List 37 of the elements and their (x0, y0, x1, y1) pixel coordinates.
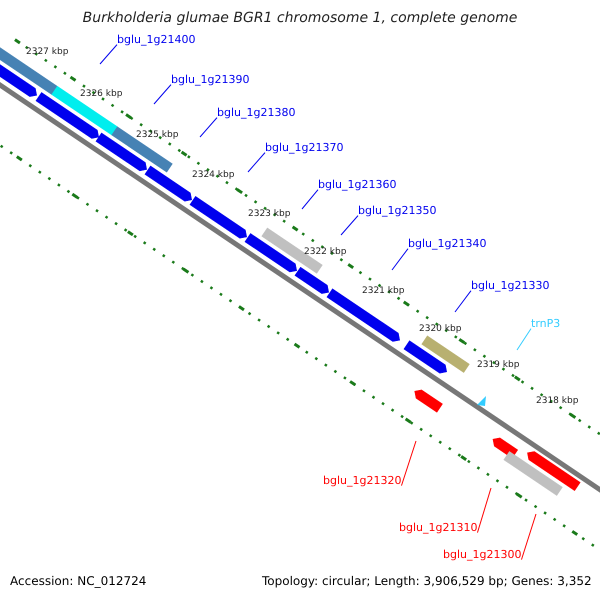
scale-label: 2325 kbp (136, 130, 178, 140)
leader-line (400, 440, 416, 486)
scale-label: 2326 kbp (80, 89, 122, 100)
gene-label: bglu_1g21390 (171, 74, 250, 87)
gene-label: bglu_1g21300 (443, 549, 522, 562)
scale-label: 2322 kbp (304, 247, 346, 258)
gene-label: bglu_1g21350 (358, 205, 436, 218)
gene-label: bglu_1g21310 (399, 522, 478, 535)
gene-label: bglu_1g21370 (265, 142, 344, 155)
gene-label: bglu_1g21320 (323, 475, 402, 488)
scale-label: 2323 kbp (248, 209, 290, 220)
leader-line (154, 84, 172, 104)
gene-label: bglu_1g21330 (471, 280, 550, 293)
gene-label: bglu_1g21340 (408, 238, 486, 251)
leader-line (100, 44, 118, 64)
leader-line (476, 488, 492, 534)
leader-line (454, 290, 472, 312)
scale-label: 2319 kbp (477, 360, 520, 370)
leader-line (200, 117, 218, 138)
chart-title: Burkholderia glumae BGR1 chromosome 1, complete genome (82, 10, 518, 26)
leader-line (340, 215, 358, 236)
leader-line (520, 514, 536, 560)
leader-line (516, 328, 532, 350)
gene-label: trnP3 (531, 318, 560, 331)
gene-label: bglu_1g21380 (217, 107, 296, 120)
scale-label: 2321 kbp (362, 286, 404, 296)
scale-label: 2327 kbp (26, 47, 68, 58)
footer-text: Accession: NC_012724 (10, 575, 146, 589)
footer-text: Topology: circular; Length: 3,906,529 bp; Genes: 3,352 (262, 575, 592, 589)
gene-label: bglu_1g21400 (117, 34, 196, 47)
gene-label: bglu_1g21360 (318, 179, 396, 192)
leader-line (248, 152, 266, 172)
scale-label: 2324 kbp (192, 170, 234, 180)
scale-label: 2320 kbp (419, 324, 462, 334)
scale-label: 2318 kbp (536, 396, 578, 406)
leader-line (392, 248, 408, 270)
leader-line (302, 189, 318, 210)
